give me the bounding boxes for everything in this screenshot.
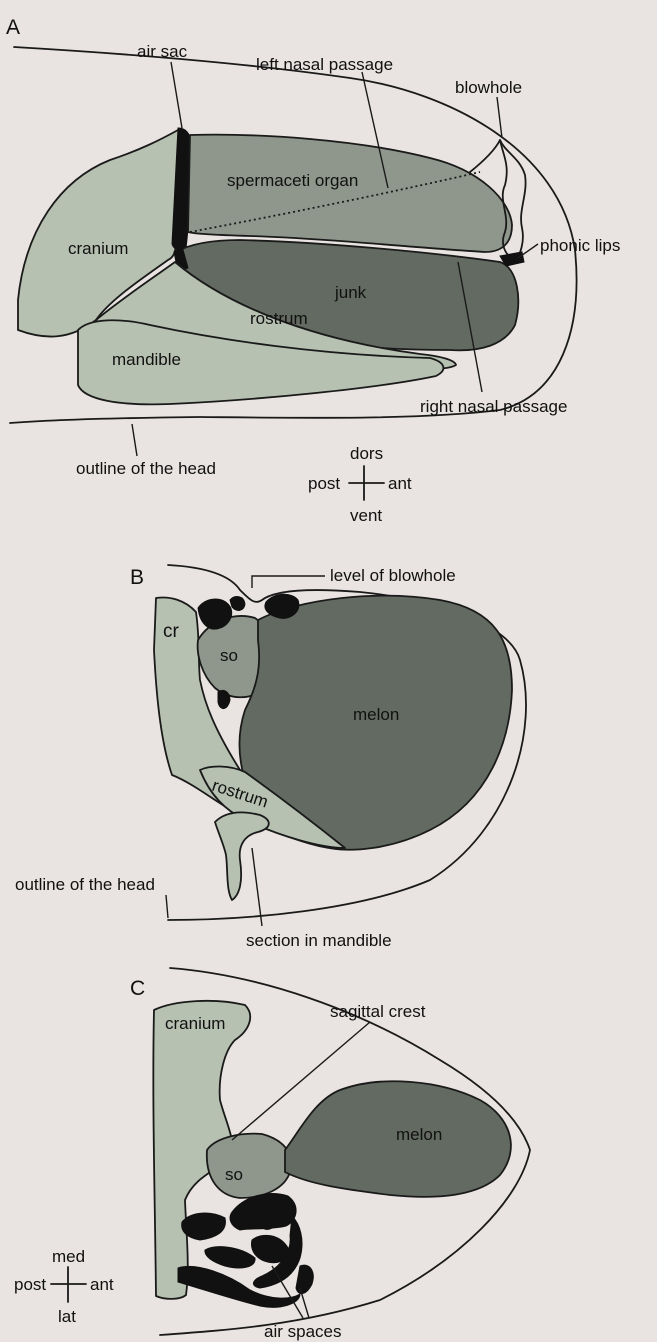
label-cranium-c: cranium <box>165 1014 225 1033</box>
panel-a-letter: A <box>6 16 20 39</box>
label-outline-of-head-a: outline of the head <box>76 459 216 478</box>
label-section-in-mandible: section in mandible <box>246 931 392 950</box>
label-left-nasal-passage: left nasal passage <box>256 55 393 74</box>
label-blowhole: blowhole <box>455 78 522 97</box>
leader-level-of-blowhole <box>252 576 325 588</box>
label-right-nasal-passage: right nasal passage <box>420 397 567 416</box>
label-outline-of-head-b: outline of the head <box>15 875 155 894</box>
so-shape-c <box>207 1134 291 1198</box>
leader-blowhole <box>497 97 502 138</box>
panel-b: B level of blowhole cr so melon rostrum … <box>15 565 526 950</box>
label-phonic-lips: phonic lips <box>540 236 620 255</box>
label-spermaceti-organ: spermaceti organ <box>227 171 358 190</box>
orientation-cross-c: med post ant lat <box>14 1247 114 1326</box>
leader-air-sac <box>171 62 182 128</box>
label-so-b: so <box>220 646 238 665</box>
label-air-spaces: air spaces <box>264 1322 341 1341</box>
orientation-a-left: post <box>308 474 340 493</box>
air-space-b-4 <box>218 690 230 708</box>
label-junk: junk <box>334 283 367 302</box>
label-melon-c: melon <box>396 1125 442 1144</box>
label-melon-b: melon <box>353 705 399 724</box>
label-level-of-blowhole: level of blowhole <box>330 566 456 585</box>
air-space-b-1 <box>198 599 232 629</box>
panel-a: A air sac left nasal passage blowhole <box>6 16 620 525</box>
air-space-b-3 <box>265 594 299 618</box>
orientation-a-down: vent <box>350 506 382 525</box>
label-so-c: so <box>225 1165 243 1184</box>
label-mandible: mandible <box>112 350 181 369</box>
panel-b-letter: B <box>130 566 144 589</box>
label-sagittal-crest: sagittal crest <box>330 1002 426 1021</box>
orientation-cross-a: dors post ant vent <box>308 444 412 525</box>
leader-outline-of-head-b <box>166 895 168 918</box>
panel-c-letter: C <box>130 977 145 1000</box>
mandible-section-shape <box>215 812 269 900</box>
air-space-b-2 <box>230 597 245 611</box>
orientation-c-down: lat <box>58 1307 76 1326</box>
panel-c: C sagittal crest cranium melon so air s <box>14 968 530 1341</box>
orientation-c-up: med <box>52 1247 85 1266</box>
leader-section-in-mandible <box>252 848 262 926</box>
label-air-sac: air sac <box>137 42 188 61</box>
orientation-a-up: dors <box>350 444 383 463</box>
label-cranium-a: cranium <box>68 239 128 258</box>
air-spaces-c <box>178 1194 313 1308</box>
label-rostrum-a: rostrum <box>250 309 308 328</box>
orientation-c-right: ant <box>90 1275 114 1294</box>
label-cr: cr <box>163 621 180 642</box>
orientation-c-left: post <box>14 1275 46 1294</box>
orientation-a-right: ant <box>388 474 412 493</box>
leader-outline-of-head-a <box>132 424 137 456</box>
spermaceti-organ-shape <box>188 135 512 252</box>
